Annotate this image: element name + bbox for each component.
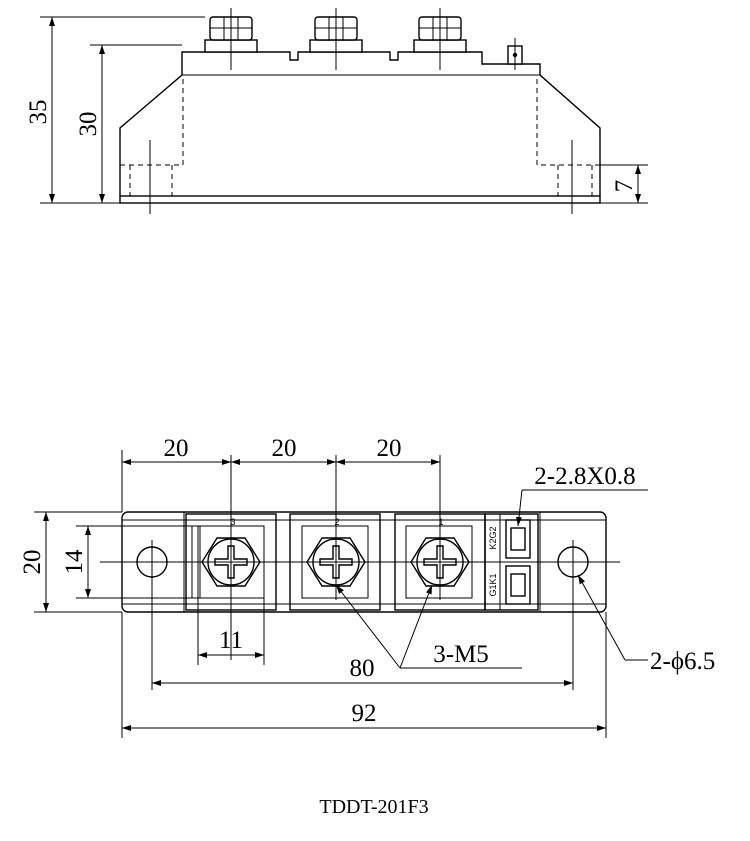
part-number-caption: TDDT-201F3 (319, 796, 428, 818)
terminal-2-number: 2 (334, 517, 339, 527)
dim-pitch-2: 20 (272, 435, 297, 462)
dim-pitch-3: 20 (377, 435, 402, 462)
dim-inner-width: 14 (61, 549, 88, 575)
dim-total-height: 35 (25, 100, 52, 125)
terminal-3-number: 3 (230, 517, 235, 527)
dim-width: 20 (19, 550, 46, 575)
top-view: 3 2 1 K2G2 (19, 435, 715, 738)
label-tab-terminals: 2-2.8X0.8 (534, 463, 635, 490)
dim-overall-length: 92 (352, 700, 377, 727)
dim-hole-spacing: 80 (350, 655, 375, 682)
side-view: 35 30 7 (25, 8, 648, 214)
side-terminal-3 (204, 8, 258, 70)
gate-label-g1k1: G1K1 (488, 573, 498, 596)
side-terminal-2 (309, 8, 363, 70)
terminal-1: 1 (394, 455, 486, 611)
dim-pitch-1: 20 (164, 435, 189, 462)
dim-terminal-width: 11 (219, 627, 243, 654)
gate-terminal-block: K2G2 G1K1 (484, 513, 539, 611)
terminal-1-number: 1 (438, 517, 443, 527)
terminal-3: 3 (185, 455, 277, 660)
label-mount-holes: 2-ϕ6.5 (650, 648, 715, 675)
dim-body-height: 30 (75, 112, 102, 137)
side-gate-tab (507, 38, 523, 70)
gate-label-k2g2: K2G2 (488, 526, 498, 549)
side-terminal-1 (413, 8, 467, 70)
terminal-2: 2 (289, 455, 381, 611)
label-screw-terminals: 3-M5 (433, 641, 489, 668)
module-body-outline (119, 51, 601, 196)
base-plate (119, 195, 601, 204)
dim-base-height: 7 (611, 180, 638, 193)
